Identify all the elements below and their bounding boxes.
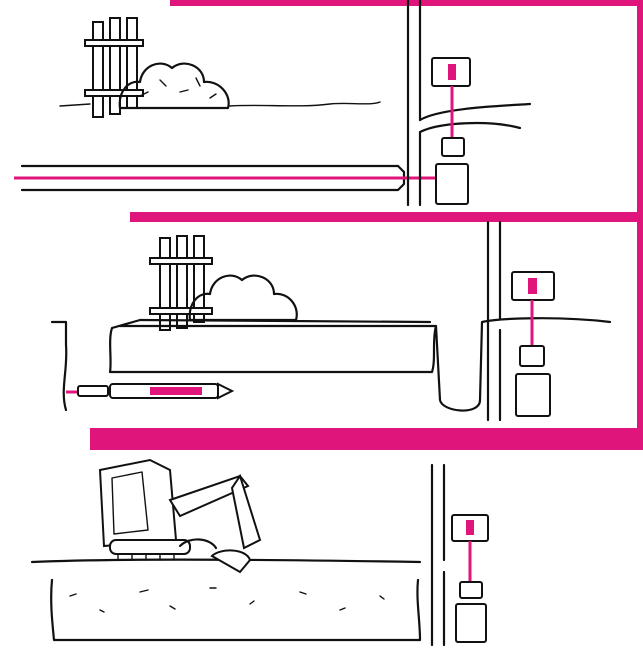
house-wall-2: [486, 220, 502, 422]
junction-box-icon: [435, 137, 469, 205]
bush-icon: [118, 62, 230, 110]
soil-texture: [69, 587, 385, 613]
panel-3: [30, 428, 643, 647]
trench-outline-3: [30, 558, 422, 642]
panel-2-accent-band: [130, 212, 643, 435]
meter-box-icon-2: [511, 271, 555, 301]
fence-icon-2: [149, 235, 213, 331]
bush-icon-2: [188, 274, 298, 322]
fence-icon: [84, 17, 144, 118]
meter-box-icon: [431, 57, 471, 87]
house-wall-3: [430, 463, 446, 647]
cable-puller-icon: [66, 382, 235, 400]
panel-1: [14, 0, 643, 212]
ground-line-1: [59, 101, 381, 107]
trench-outline: [50, 317, 612, 412]
panel-2: [50, 212, 643, 435]
panel-3-accent-band: [90, 428, 643, 450]
house-wall-1: [406, 0, 532, 207]
junction-box-icon-2: [515, 345, 551, 417]
meter-box-icon-3: [451, 514, 489, 542]
junction-box-icon-3: [455, 581, 487, 643]
excavator-icon: [98, 458, 262, 574]
